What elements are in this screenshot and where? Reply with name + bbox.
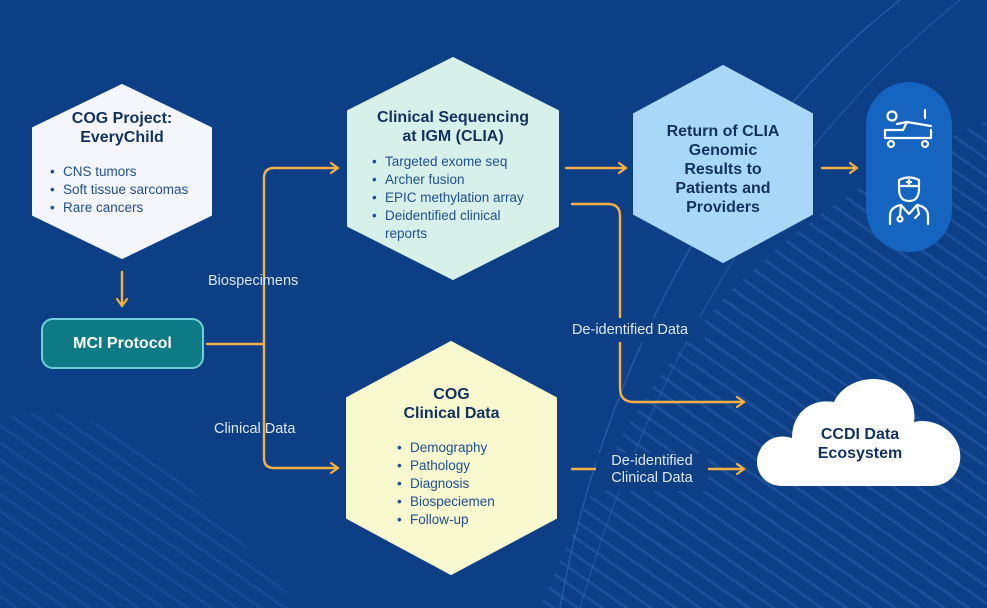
list-item: Follow-up bbox=[395, 511, 555, 529]
clinical-sequencing-list: Targeted exome seq Archer fusion EPIC me… bbox=[370, 153, 555, 243]
return-results-hexagon: Return of CLIA Genomic Results to Patien… bbox=[632, 64, 814, 264]
list-item: Rare cancers bbox=[48, 199, 213, 217]
doctor-icon bbox=[888, 176, 930, 226]
list-item: Diagnosis bbox=[395, 475, 555, 493]
deid-data-label: De-identified Data bbox=[555, 318, 705, 342]
biospecimens-label: Biospecimens bbox=[208, 273, 299, 289]
return-results-title: Return of CLIA Genomic Results to Patien… bbox=[666, 123, 780, 216]
list-item: EPIC methylation array bbox=[370, 189, 555, 207]
list-item: Biospeciemen bbox=[395, 493, 555, 511]
cog-clinical-data-title: COG Clinical Data bbox=[403, 386, 500, 422]
cog-project-hexagon: COG Project: EveryChild CNS tumors Soft … bbox=[31, 83, 213, 260]
hospital-bed-icon bbox=[883, 108, 933, 149]
ccdi-cloud bbox=[756, 379, 961, 486]
deid-clinical-label: De-identified Clinical Data bbox=[596, 453, 708, 491]
cog-project-title: COG Project: EveryChild bbox=[71, 110, 173, 146]
list-item: Demography bbox=[395, 439, 555, 457]
arrow-biospecimens bbox=[262, 168, 340, 346]
list-item: Soft tissue sarcomas bbox=[48, 181, 213, 199]
clinical-data-label: Clinical Data bbox=[214, 421, 296, 437]
endpoints-pill bbox=[866, 82, 952, 252]
arrow-deid-data bbox=[570, 202, 746, 402]
list-item: CNS tumors bbox=[48, 163, 213, 181]
ccdi-title: CCDI Data Ecosystem bbox=[817, 426, 903, 462]
list-item: Deidentified clinical reports bbox=[370, 207, 555, 243]
cog-clinical-data-hexagon: COG Clinical Data Demography Pathology D… bbox=[345, 340, 558, 576]
list-item: Targeted exome seq bbox=[370, 153, 555, 171]
mci-protocol-box: MCI Protocol bbox=[41, 318, 204, 369]
clinical-sequencing-hexagon: Clinical Sequencing at IGM (CLIA) Target… bbox=[346, 56, 560, 281]
list-item: Pathology bbox=[395, 457, 555, 475]
list-item: Archer fusion bbox=[370, 171, 555, 189]
cog-clinical-data-list: Demography Pathology Diagnosis Biospecie… bbox=[395, 439, 555, 529]
arrow-clinical-data bbox=[262, 342, 340, 468]
clinical-sequencing-title: Clinical Sequencing at IGM (CLIA) bbox=[376, 109, 530, 145]
cog-project-list: CNS tumors Soft tissue sarcomas Rare can… bbox=[48, 163, 213, 217]
